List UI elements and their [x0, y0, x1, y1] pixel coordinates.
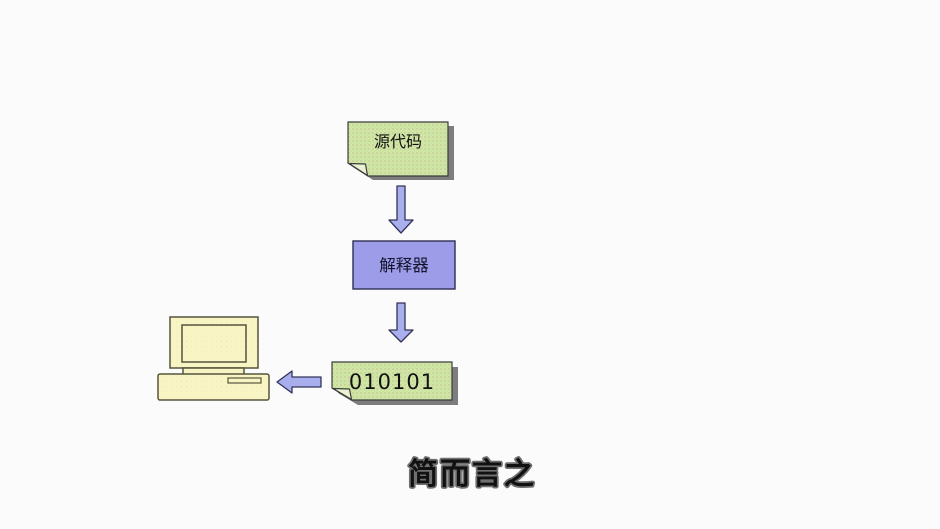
note-body — [331, 361, 453, 401]
note-fold-corner — [332, 387, 353, 401]
interpreter-label: 解释器 — [379, 256, 429, 275]
note-fold-corner — [348, 162, 369, 177]
note-body — [347, 121, 449, 177]
machine-code-label: 010101 — [349, 370, 435, 394]
interpreter-node: 解释器 — [352, 240, 456, 290]
arrow-down-icon — [388, 185, 414, 234]
computer-icon — [157, 316, 270, 401]
interpreter-box — [352, 240, 456, 290]
computer-drive-slot — [227, 377, 262, 384]
source-code-label: 源代码 — [374, 132, 422, 151]
arrow-left-icon — [276, 370, 322, 394]
source-code-node: 源代码 — [347, 121, 454, 180]
machine-code-node: 010101 — [331, 361, 458, 405]
arrow-down-icon — [388, 302, 414, 343]
computer-screen — [181, 324, 247, 363]
caption-text: 简而言之 — [408, 457, 536, 492]
